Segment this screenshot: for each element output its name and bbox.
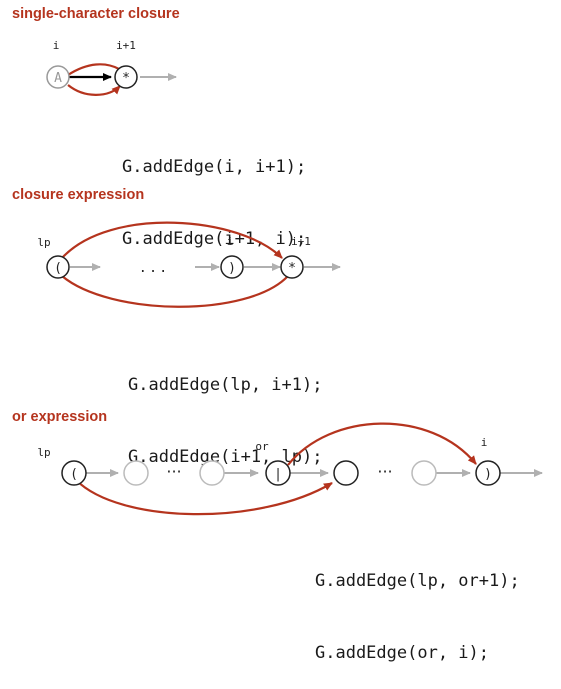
or-expression-heading: or expression (12, 409, 108, 425)
epsilon-edge-forward (61, 221, 283, 259)
epsilon-edge-back (59, 63, 120, 83)
state-node (123, 460, 149, 486)
ellipsis: ··· (377, 462, 392, 481)
single-char-closure-diagram: i i+1 A * (46, 39, 177, 96)
code-line: G.addEdge(lp, i+1); (128, 375, 323, 395)
state-node (280, 255, 304, 279)
nfa-diagrams: i i+1 A * lp i i+1 . . . ( ) * lp or i (37, 39, 543, 516)
state-node (333, 460, 359, 486)
index-label-i: i (53, 39, 60, 52)
epsilon-edge-star-out (67, 84, 121, 96)
state-node (265, 460, 291, 486)
state-symbol: ( (70, 467, 78, 482)
state-symbol: * (122, 71, 130, 86)
state-node (61, 460, 87, 486)
closure-expression-diagram: lp i i+1 . . . ( ) * (37, 221, 341, 308)
epsilon-edge-lp-to-or-plus-1 (75, 479, 333, 516)
state-node (411, 460, 437, 486)
or-expression-diagram: lp or i ··· ··· ( | ) (37, 422, 543, 516)
epsilon-edge-or-to-i (287, 422, 477, 466)
ellipsis: . . . (140, 257, 165, 276)
state-node (220, 255, 244, 279)
index-label-i: i (481, 436, 488, 449)
state-node (46, 65, 70, 89)
state-node (114, 65, 138, 89)
state-symbol: A (54, 71, 62, 86)
ellipsis: ··· (166, 462, 181, 481)
state-symbol: ) (228, 261, 236, 276)
single-char-closure-heading: single-character closure (12, 6, 180, 22)
code-line: G.addEdge(i, i+1); (122, 157, 307, 177)
index-label-i-plus-1: i+1 (291, 235, 311, 248)
code-line: G.addEdge(i+1, i); (122, 229, 307, 249)
closure-expression-code: G.addEdge(lp, i+1); G.addEdge(i+1, lp); (128, 325, 322, 493)
state-node (199, 460, 225, 486)
state-node (46, 255, 70, 279)
index-label-lp: lp (37, 446, 50, 459)
closure-expression-heading: closure expression (12, 187, 145, 203)
state-symbol: ( (54, 261, 62, 276)
state-node (475, 460, 501, 486)
state-symbol: ) (484, 467, 492, 482)
index-label-lp: lp (37, 236, 50, 249)
state-symbol: * (288, 261, 296, 276)
epsilon-edge-back (53, 267, 289, 308)
state-symbol: | (274, 467, 282, 482)
index-label-i: i (227, 235, 234, 248)
single-char-closure-code: G.addEdge(i, i+1); G.addEdge(i+1, i); (122, 107, 306, 275)
index-label-i-plus-1: i+1 (116, 39, 136, 52)
code-line: G.addEdge(or, i); (315, 643, 489, 663)
index-label-or: or (255, 440, 269, 453)
